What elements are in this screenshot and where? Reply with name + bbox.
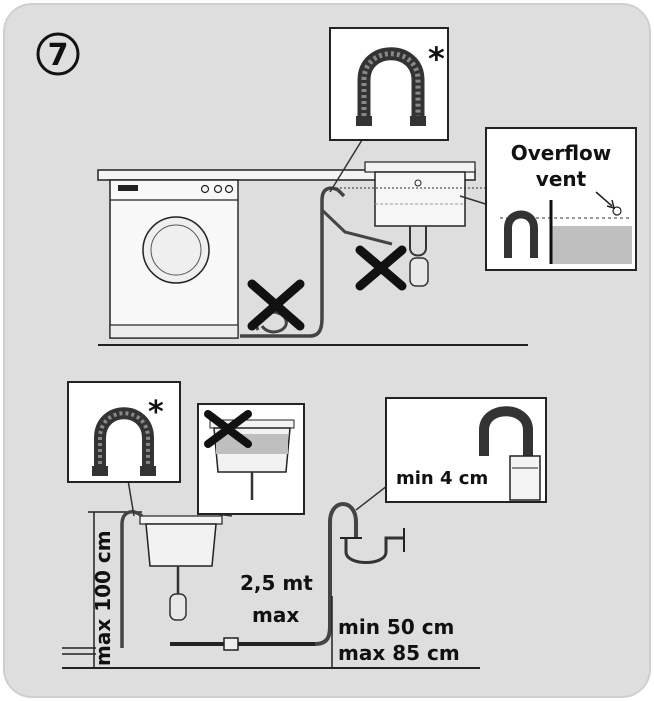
standpipe-callout: min 4 cm xyxy=(385,397,547,503)
wrong-basin-callout xyxy=(197,403,305,515)
asterisk-top: * xyxy=(428,40,445,78)
overflow-vent-callout: Overflow vent xyxy=(485,127,637,271)
asterisk-bottom: * xyxy=(148,395,164,430)
hose-length-label-line1: 2,5 mt xyxy=(240,571,313,595)
washing-machine xyxy=(109,179,239,339)
overflow-vent-label-line2: vent xyxy=(536,167,587,191)
max-height-label: max 100 cm xyxy=(91,530,115,666)
counter-top xyxy=(97,169,476,181)
hose-hook-callout-bottom: * xyxy=(67,381,181,483)
hose-hook-callout-top: * xyxy=(329,27,449,141)
kitchen-sink xyxy=(336,161,492,287)
machine-door xyxy=(142,216,210,284)
hose-hook-icon-vent xyxy=(504,210,538,258)
siphon-height-label-line2: max 85 cm xyxy=(338,641,460,665)
hose-hook-icon-standpipe xyxy=(479,406,533,456)
wrong-cross-siphon xyxy=(355,245,407,291)
drain-hose-basin xyxy=(120,510,144,648)
water-level xyxy=(552,226,632,264)
min-insert-label: min 4 cm xyxy=(396,468,488,489)
small-basin xyxy=(139,515,223,621)
siphon-height-label-line1: min 50 cm xyxy=(338,615,454,639)
drain-hose-siphon xyxy=(314,502,358,646)
wrong-cross-floor xyxy=(247,279,305,331)
hose-length-label-line2: max xyxy=(252,603,299,627)
wall-siphon xyxy=(344,536,404,564)
step-number-badge: 7 xyxy=(36,32,80,76)
overflow-vent-label-line1: Overflow xyxy=(511,141,612,165)
step-number: 7 xyxy=(48,38,69,73)
